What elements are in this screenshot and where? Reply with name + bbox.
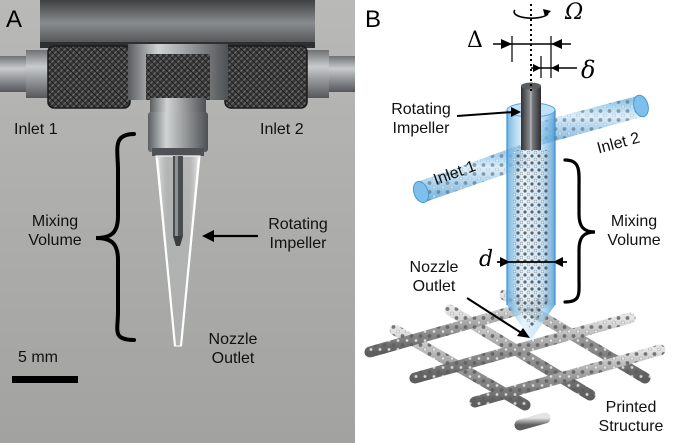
nozzle-collar (148, 112, 208, 152)
rotation-arrow (513, 9, 549, 19)
center-knurl (146, 54, 210, 100)
nozzle-outlet-line-2: Outlet (211, 350, 255, 367)
inlet-2-tube (531, 94, 649, 146)
impeller-pointer (456, 111, 514, 117)
mixing-volume-line-1: Mixing (31, 213, 79, 230)
nozzle-outlet-label-b: Nozzle Outlet (399, 258, 469, 296)
rotating-impeller-label: Rotating Impeller (258, 215, 338, 253)
panel-b-schematic: B Ω Δ δ d Rotating Impeller Inlet 1 Inle… (355, 0, 680, 443)
knurled-nut-right (225, 46, 307, 108)
inlet-2-label: Inlet 2 (260, 121, 304, 138)
nozzle-pointer (466, 297, 524, 335)
inlet-1-fitting (0, 56, 30, 92)
printed-structure-line-1: Printed (605, 399, 657, 416)
inlet-2-fitting (325, 56, 355, 92)
d-symbol: d (479, 247, 494, 272)
rotating-impeller-line-2: Impeller (269, 235, 327, 252)
scale-bar-label: 5 mm (18, 349, 58, 366)
mixing-volume-brace-b (563, 158, 596, 304)
mixing-volume-label: Mixing Volume (20, 212, 90, 250)
d-dimension (497, 257, 567, 267)
nozzle-outlet-b-line-1: Nozzle (409, 259, 459, 276)
top-housing (40, 0, 315, 46)
mixing-volume-b-line-1: Mixing (610, 213, 658, 230)
mixing-volume-b-line-2: Volume (607, 232, 661, 249)
inlet-1-label: Inlet 1 (14, 121, 58, 138)
inlet-1-tube (412, 145, 529, 204)
impeller-tip (173, 236, 183, 246)
panel-b-letter: B (365, 6, 382, 33)
rotating-impeller-b-line-2: Impeller (392, 120, 450, 137)
printed-structure-label: Printed Structure (593, 398, 669, 436)
delta-upper-symbol: Δ (467, 28, 483, 53)
printed-structure-line-2: Structure (598, 418, 664, 435)
nozzle-outlet-label: Nozzle Outlet (196, 330, 270, 368)
scale-bar (12, 376, 78, 383)
delta-small-dimension (531, 56, 577, 78)
knurled-nut-left (48, 46, 130, 108)
delta-dimension (493, 36, 571, 62)
rotating-impeller-b-line-1: Rotating (391, 101, 451, 118)
panel-a-photo: A Inlet 1 Inlet 2 Mixing Volume Rotating… (0, 0, 355, 443)
impeller-shaft (521, 82, 541, 150)
mixing-volume-brace (95, 132, 136, 342)
nozzle-outlet-line-1: Nozzle (208, 331, 258, 348)
omega-symbol: Ω (565, 0, 584, 25)
nozzle-outlet-b-line-2: Outlet (412, 278, 456, 295)
mixing-volume-label-b: Mixing Volume (599, 212, 669, 250)
mixing-chamber (506, 102, 556, 340)
rotating-impeller-label-b: Rotating Impeller (383, 100, 459, 138)
printhead-schematic (364, 4, 666, 431)
mixing-volume-line-2: Volume (28, 232, 82, 249)
delta-lower-symbol: δ (581, 56, 596, 84)
rotating-impeller-line-1: Rotating (268, 216, 328, 233)
printhead-photo (0, 0, 355, 383)
panel-a-letter: A (6, 6, 23, 33)
